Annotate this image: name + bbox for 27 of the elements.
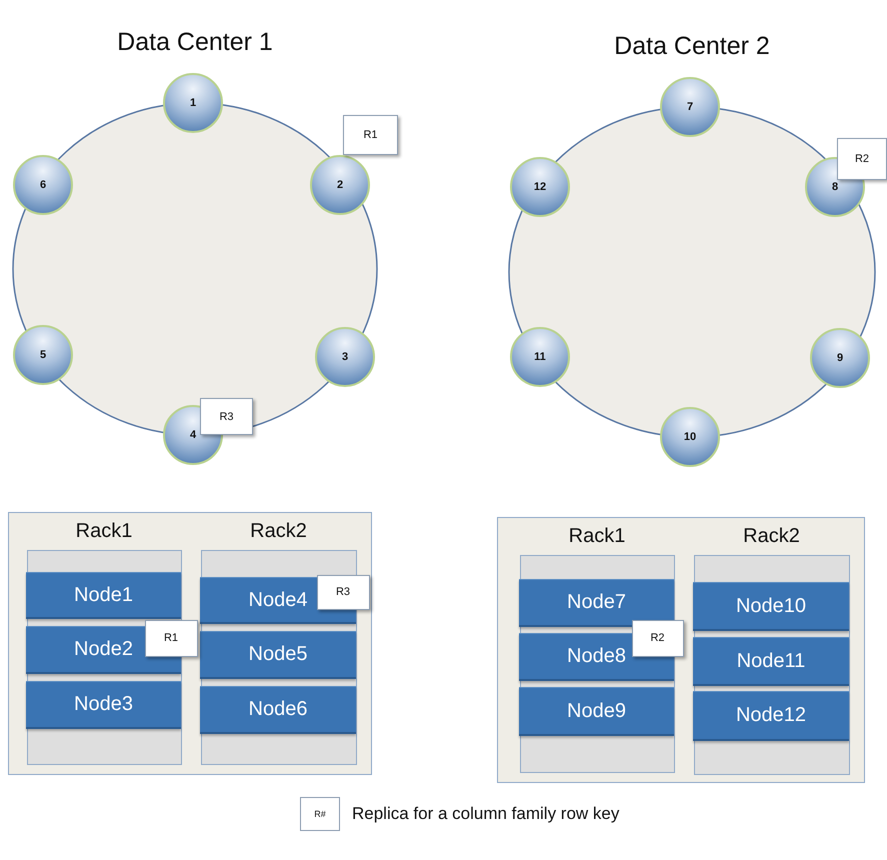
- heading: Data Center 2: [613, 32, 771, 61]
- heading: Data Center 1: [116, 28, 274, 57]
- rack-label: Rack1: [74, 520, 134, 542]
- ring-node-circle: 10: [660, 407, 720, 467]
- server-node-bar: Node6: [200, 686, 356, 734]
- server-node-bar: Node12: [693, 691, 849, 741]
- replica-tooltip: R1: [144, 620, 198, 656]
- rack-label: Rack1: [568, 524, 626, 548]
- server-node-bar: Node1: [26, 572, 181, 619]
- data-center-panel: [497, 517, 865, 783]
- legend-symbol-label: R#: [314, 809, 326, 819]
- rack-label: Rack2: [249, 520, 308, 542]
- server-node-bar: Node7: [519, 579, 674, 627]
- server-node-bar: Node5: [200, 631, 356, 679]
- replica-tooltip: R2: [632, 620, 684, 656]
- legend-text: Replica for a column family row key: [352, 804, 620, 824]
- replica-tooltip: R3: [316, 574, 370, 610]
- server-node-bar: Node10: [693, 582, 849, 631]
- replica-tooltip: R2: [837, 138, 887, 180]
- ring-node-circle: 7: [660, 77, 720, 137]
- data-center-panel: [8, 512, 372, 775]
- server-node-bar: Node3: [26, 681, 181, 729]
- server-node-bar: Node11: [693, 637, 849, 686]
- ring-node-circle: 1: [163, 73, 223, 133]
- rack-label: Rack2: [742, 524, 801, 548]
- replica-tooltip: R1: [343, 115, 398, 155]
- server-node-bar: Node9: [519, 687, 674, 736]
